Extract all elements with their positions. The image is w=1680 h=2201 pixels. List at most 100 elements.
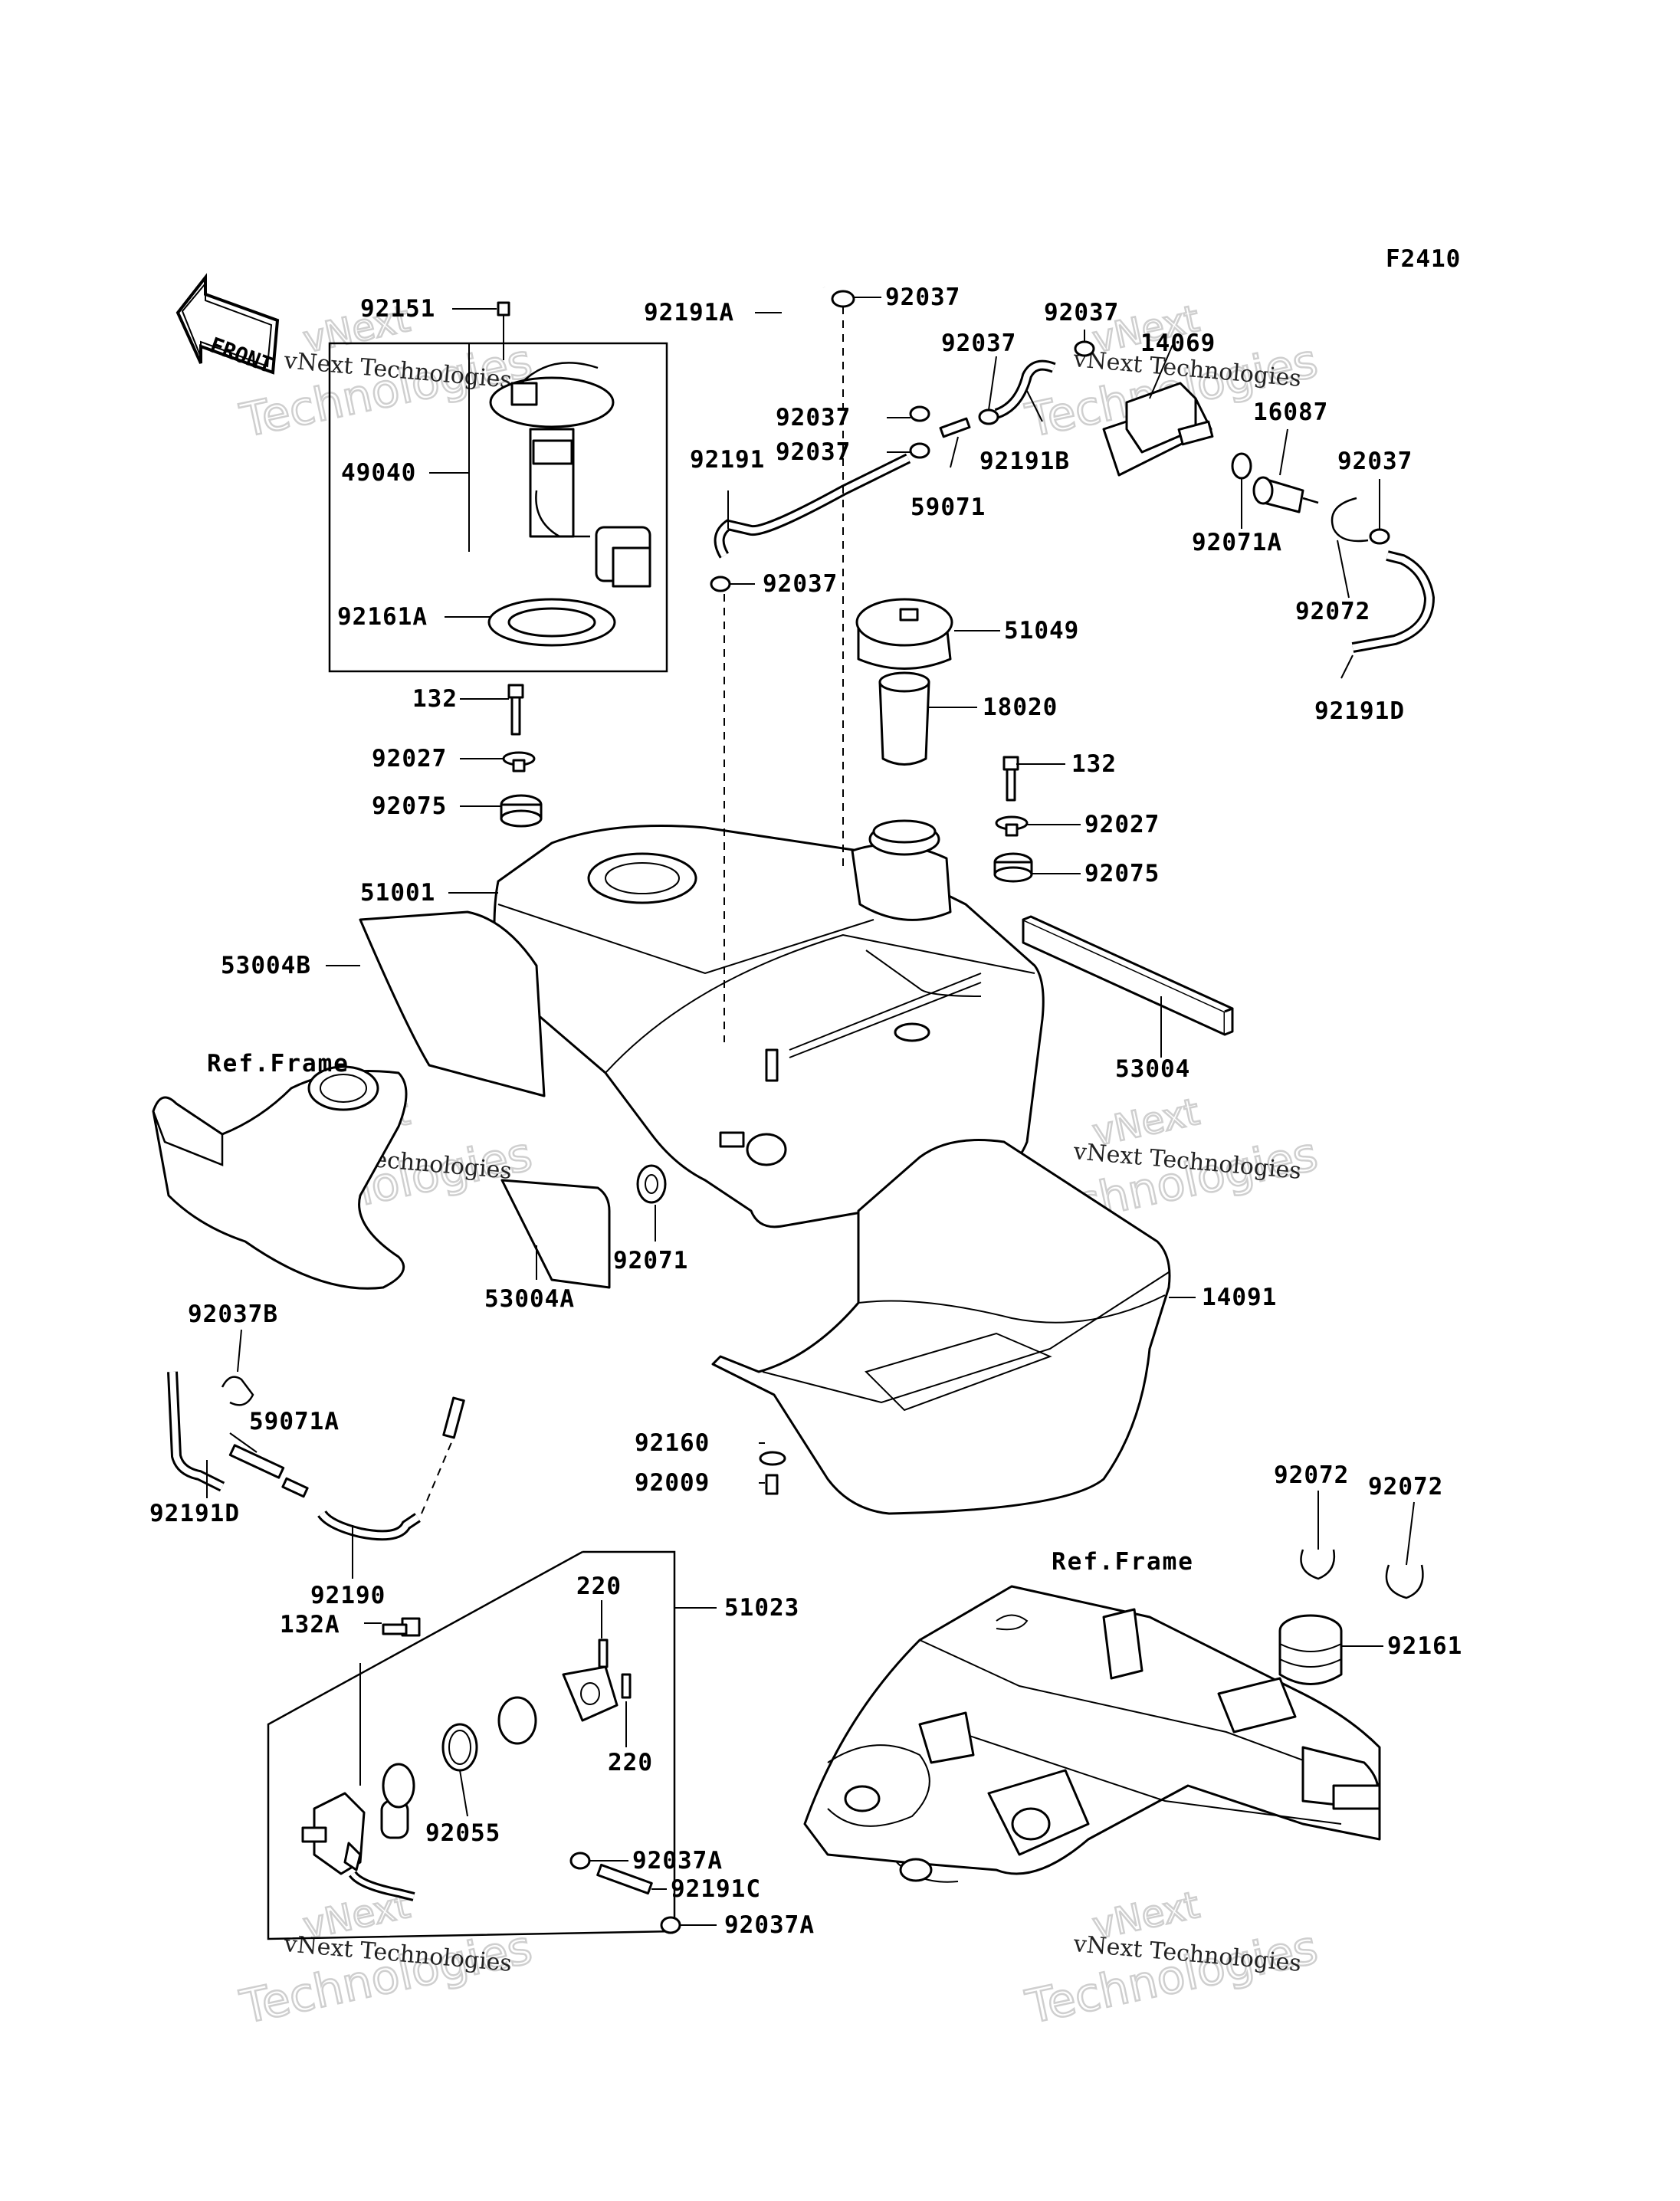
hose-92191	[714, 453, 911, 559]
label-132A: 132A	[280, 1611, 340, 1638]
watermark-bottom-left: Technologies vNext vNext Technologies	[235, 1883, 537, 2036]
svg-text:Technologies: Technologies	[1022, 1921, 1323, 2035]
svg-text:Technologies: Technologies	[236, 1921, 537, 2035]
label-53004: 53004	[1115, 1055, 1190, 1083]
label-92027-right: 92027	[1084, 811, 1160, 838]
figure-code: F2410	[1386, 245, 1461, 273]
pad-53004A	[500, 1179, 611, 1289]
label-92037-b: 92037	[776, 438, 851, 466]
label-92009: 92009	[635, 1469, 710, 1497]
clamp-92037-top	[831, 290, 855, 308]
label-92161: 92161	[1387, 1632, 1462, 1660]
clamp-92072-a	[1300, 1549, 1336, 1580]
valve-16087	[1252, 476, 1319, 513]
ref-frame-label-left: Ref.Frame	[207, 1050, 349, 1078]
label-92027-left: 92027	[372, 745, 447, 772]
hose-92191D-left	[167, 1371, 225, 1492]
label-51023: 51023	[724, 1594, 799, 1622]
label-53004B: 53004B	[221, 952, 311, 979]
boot-92161	[1278, 1614, 1343, 1685]
label-16087: 16087	[1253, 399, 1328, 426]
label-92075-left: 92075	[372, 792, 447, 820]
damper-92075-left	[500, 794, 543, 828]
label-51001: 51001	[360, 879, 435, 907]
label-220-bottom: 220	[608, 1749, 653, 1776]
label-92191: 92191	[690, 446, 765, 474]
label-92191C: 92191C	[671, 1875, 761, 1903]
bolt-132-left	[507, 684, 524, 736]
leader-lines	[206, 297, 1415, 1926]
washer-92027-left	[502, 751, 536, 772]
label-92191D-left: 92191D	[149, 1500, 240, 1527]
pad-53004B	[359, 910, 546, 1097]
tank-cover-14091	[711, 1139, 1171, 1515]
label-92160: 92160	[635, 1429, 710, 1457]
hose-92191D-right	[1351, 550, 1436, 653]
label-14069: 14069	[1140, 330, 1216, 357]
frame-left: Ref.Frame	[152, 1050, 408, 1290]
ref-frame-label-right: Ref.Frame	[1052, 1548, 1194, 1576]
label-92055: 92055	[425, 1819, 500, 1847]
label-14091: 14091	[1202, 1284, 1277, 1311]
label-92037A-top: 92037A	[632, 1847, 723, 1875]
clamp-92037-f	[1369, 528, 1390, 545]
washer-92027-right	[995, 815, 1029, 837]
label-132-right: 132	[1071, 750, 1117, 778]
clamp-92037-d	[1074, 340, 1095, 357]
canister-14069	[1102, 382, 1214, 477]
strainer-18020	[878, 671, 930, 766]
label-59071A: 59071A	[249, 1408, 340, 1435]
clamp-92037B	[221, 1376, 254, 1406]
label-49040: 49040	[341, 459, 416, 487]
label-92191A: 92191A	[644, 299, 734, 326]
front-arrow-icon: FRONT	[176, 273, 280, 378]
fitting-59071	[939, 417, 971, 438]
clamp-92072-b	[1385, 1564, 1424, 1599]
label-92072-top: 92072	[1295, 598, 1370, 625]
label-92191D-right: 92191D	[1314, 697, 1405, 725]
label-92161A: 92161A	[337, 603, 428, 631]
label-59071: 59071	[911, 494, 986, 521]
label-53004A: 53004A	[484, 1285, 575, 1313]
hose-92190	[317, 1396, 465, 1541]
watermark-bottom-right: Technologies vNext vNext Technologies	[1020, 1883, 1323, 2036]
fuel-pump-assembly	[328, 301, 668, 673]
label-220-top: 220	[576, 1573, 622, 1600]
fitting-59071A	[228, 1444, 309, 1498]
label-51049: 51049	[1004, 617, 1079, 645]
fuel-cap-51049	[855, 598, 953, 670]
clamp-92037-c	[978, 408, 999, 425]
label-92072-b: 92072	[1368, 1473, 1443, 1501]
label-92037-c: 92037	[941, 330, 1016, 357]
clamp-92037-b	[909, 442, 930, 459]
label-92037-d: 92037	[1044, 299, 1119, 326]
bolt-132-right	[1002, 756, 1019, 802]
label-92191B: 92191B	[979, 448, 1070, 475]
label-132-left: 132	[412, 685, 458, 713]
label-92037B: 92037B	[188, 1301, 278, 1328]
grommet-92071A	[1231, 452, 1252, 480]
pad-53004	[1022, 915, 1234, 1036]
label-92072-a: 92072	[1274, 1461, 1349, 1489]
clamp-92072-top	[1331, 497, 1369, 543]
damper-92075-right	[993, 852, 1033, 883]
label-92037-a: 92037	[776, 404, 851, 431]
label-92190: 92190	[310, 1582, 386, 1609]
frame-right: Ref.Frame	[803, 1548, 1381, 1883]
fuel-cock-assembly	[267, 1550, 681, 1940]
hose-92191B	[994, 359, 1056, 419]
label-92037A-bottom: 92037A	[724, 1911, 815, 1939]
label-92151: 92151	[360, 295, 435, 323]
part-labels: 92151 49040 92161A 132 92027 92075 51001…	[149, 284, 1462, 1939]
label-92071: 92071	[613, 1247, 688, 1274]
label-92037-e: 92037	[763, 570, 838, 598]
label-92037-f: 92037	[1337, 448, 1413, 475]
label-92071A: 92071A	[1192, 529, 1282, 556]
clamp-92037-a	[909, 405, 930, 422]
grommet-92071	[636, 1164, 667, 1204]
clamp-92037-e	[710, 576, 731, 592]
hose-92191A	[779, 248, 917, 421]
fuel-tank	[493, 819, 1045, 1228]
